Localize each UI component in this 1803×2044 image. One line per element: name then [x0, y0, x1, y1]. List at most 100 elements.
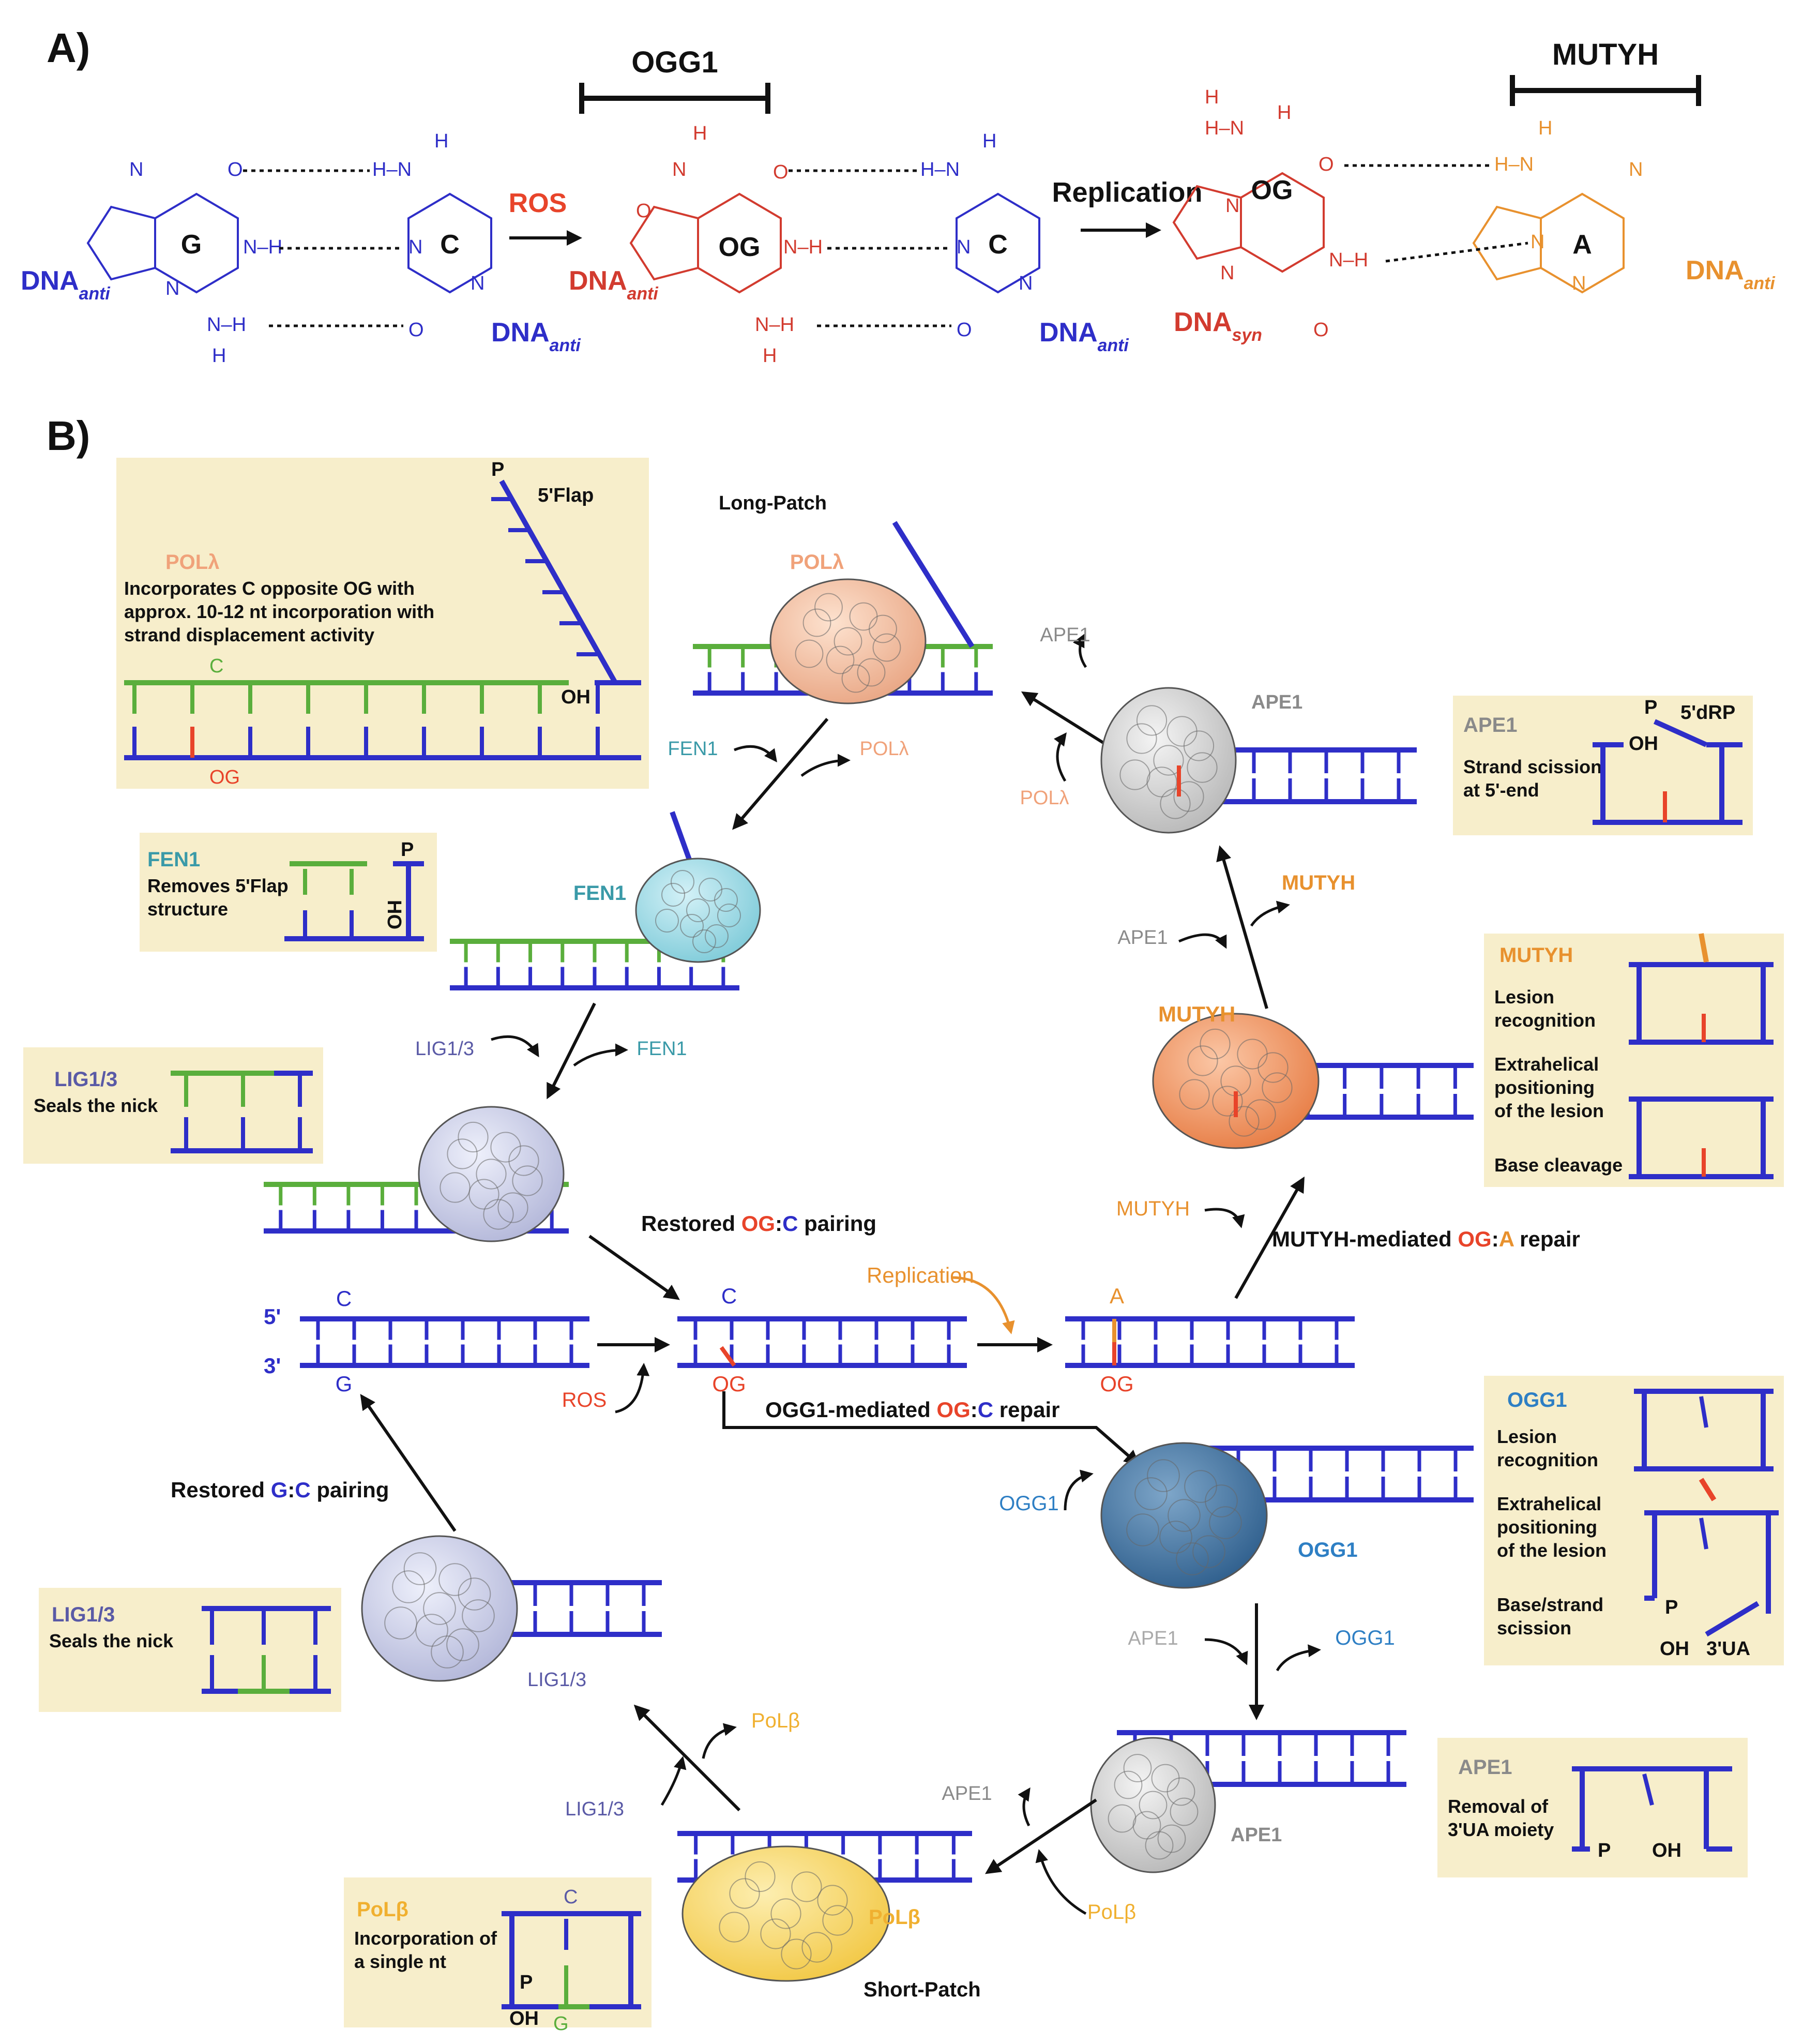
caption-part: MUTYH-mediated [1272, 1227, 1458, 1251]
protein-texture [817, 1885, 848, 1916]
polbeta-protein [681, 1845, 890, 1982]
protein-texture [1153, 745, 1184, 776]
bracket-mutyh-label: MUTYH [1552, 38, 1659, 71]
ape1-protein [1100, 687, 1237, 834]
box-title: LIG1/3 [52, 1603, 115, 1626]
pol-lambda-label: POLλ [790, 551, 844, 574]
atom-o: O [1313, 319, 1329, 341]
atom-h: H [212, 345, 226, 367]
protein-texture [1209, 1506, 1242, 1539]
atom-n: N [1220, 262, 1234, 284]
protein-texture [1160, 788, 1191, 819]
protein-texture [655, 909, 679, 933]
atom-hn: H–N [372, 159, 412, 181]
box-drp: 5'dRP [1680, 702, 1735, 724]
box-text: Incorporates C opposite OG with [124, 578, 415, 599]
atom-o: O [228, 159, 243, 181]
base-c: C [988, 230, 1008, 260]
atom-nh: N–H [783, 236, 823, 258]
replication-label: Replication [867, 1263, 974, 1287]
ape1-flap [1653, 719, 1708, 747]
fen1-label: FEN1 [637, 1038, 687, 1060]
atom-n: N [672, 159, 686, 181]
caption-part: : [775, 1211, 782, 1236]
caption-part: OG [1458, 1227, 1491, 1251]
caption-part: repair [993, 1397, 1059, 1422]
three-prime: 3' [264, 1354, 281, 1378]
protein-body [1100, 1442, 1268, 1589]
dna-anti-label: DNAanti [491, 318, 581, 355]
duplex-ogc [677, 1316, 967, 1368]
ogg1-release-arrow [1276, 1644, 1321, 1672]
box-title: LIG1/3 [54, 1068, 117, 1091]
protein-texture [1166, 1777, 1195, 1806]
protein-texture [1114, 1770, 1143, 1799]
protein-texture [1147, 1459, 1180, 1492]
protein-texture [802, 608, 831, 637]
fen1-entry-arrow [734, 745, 778, 762]
ape1-release-arrow [1018, 1787, 1031, 1827]
protein-body [769, 578, 927, 704]
protein-texture [508, 1145, 539, 1176]
mutyh-entry-arrow [1204, 1208, 1245, 1228]
fen1-label: FEN1 [668, 738, 718, 760]
atom-nh: N–H [755, 314, 794, 336]
mutyh-label: MUTYH [1282, 871, 1355, 894]
protein-texture [458, 1577, 491, 1611]
protein-texture [1192, 1535, 1225, 1568]
protein-texture [403, 1552, 437, 1585]
protein-texture [1187, 1045, 1218, 1076]
base-g: G [336, 1372, 353, 1396]
box-title: APE1 [1458, 1756, 1512, 1779]
atom-h: H [1205, 86, 1219, 108]
atom-hn: H–N [1205, 117, 1244, 139]
polbeta-box [344, 1877, 651, 2027]
dna-anti-label: DNAanti [1686, 255, 1775, 293]
box-oh: OH [1660, 1638, 1689, 1660]
box-p: P [1665, 1597, 1678, 1618]
box-oh: OH [1652, 1840, 1681, 1861]
ape1-label: APE1 [1040, 624, 1090, 646]
protein-texture [458, 1121, 489, 1153]
protein-texture [1245, 1099, 1276, 1130]
atom-nh: N–H [1329, 249, 1368, 271]
box-text: positioning [1497, 1516, 1597, 1538]
mutyh-box [1484, 934, 1784, 1187]
replication-label: Replication [1052, 177, 1202, 208]
caption-part: anti [1744, 274, 1776, 293]
arrow-pollambda-to-fen1 [732, 718, 829, 830]
base-c: C [721, 1284, 737, 1308]
protein-texture [671, 870, 694, 894]
protein-texture [468, 1179, 499, 1210]
ogg1-base [1699, 1396, 1708, 1428]
caption-part: DNA [1039, 318, 1098, 348]
box-text: strand displacement activity [124, 624, 374, 645]
protein-texture [384, 1606, 417, 1640]
flap-strand [892, 521, 975, 648]
protein-body [681, 1845, 890, 1982]
caption-part: C [978, 1397, 993, 1422]
atom-n: N [408, 236, 422, 258]
box-title: OGG1 [1507, 1389, 1567, 1411]
caption-part: DNA [1686, 255, 1744, 285]
five-ring [86, 205, 156, 281]
base-og: OG [1251, 175, 1293, 205]
protein-texture [680, 914, 704, 938]
box-text: Seals the nick [34, 1095, 158, 1116]
protein-texture [1108, 1804, 1137, 1833]
pol-lambda-label: POLλ [859, 738, 908, 760]
five-ring [629, 205, 699, 281]
lig-protein [418, 1106, 565, 1242]
ape1-label: APE1 [942, 1783, 992, 1805]
protein-body [418, 1106, 565, 1242]
protein-texture [1126, 723, 1157, 754]
atom-n: N [471, 273, 484, 294]
lig-entry-arrow [660, 1756, 687, 1806]
box-title: POLλ [165, 551, 219, 574]
atom-hn: H–N [1494, 154, 1534, 175]
atom-n: N [1019, 273, 1033, 294]
box-ua: 3'UA [1706, 1638, 1750, 1660]
six-ring [956, 192, 1040, 294]
protein-texture [440, 1172, 471, 1203]
protein-texture [869, 614, 897, 643]
